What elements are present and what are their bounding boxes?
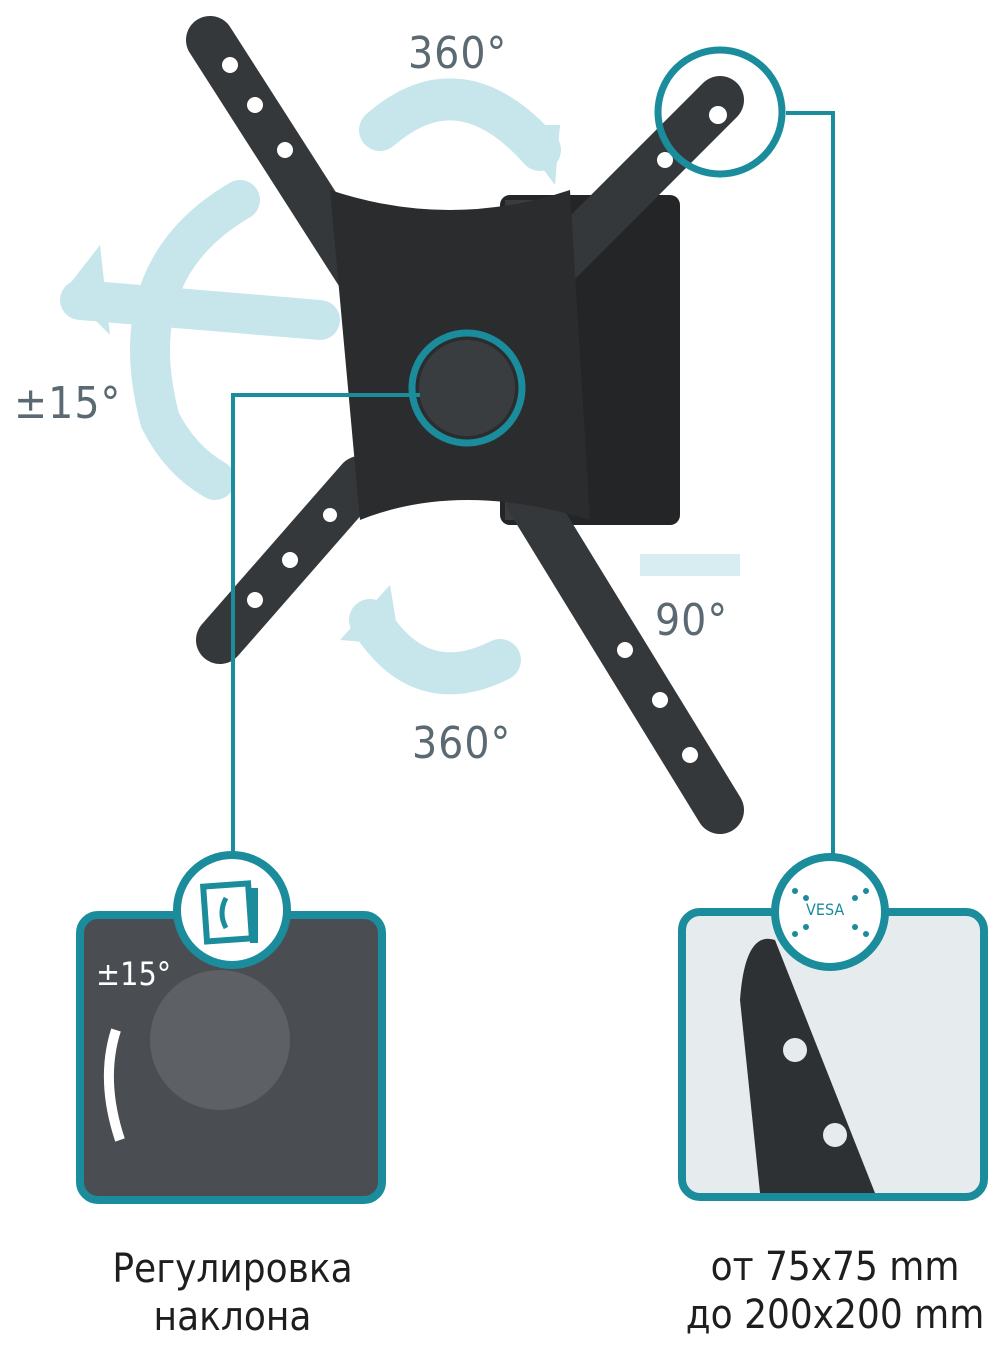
rotation-arrow-top-head [510,125,560,185]
callout-lines [231,111,835,855]
rotation-label-bottom: 360° [412,718,512,769]
swivel-label: 90° [655,595,729,646]
vesa-badge [771,853,889,971]
vesa-caption-line1: от 75x75 mm [710,1244,960,1290]
tilt-label: ±15° [14,378,122,429]
tilt-screen-icon [199,880,258,945]
arm-highlight-circle [654,46,786,178]
tilt-double-arrow-icon [103,1028,125,1142]
arm-slots [222,57,727,763]
rotation-arrow-bottom-head [340,585,400,645]
vesa-caption-line2: до 200x200 mm [685,1292,985,1338]
tilt-panel-label: ±15° [96,955,172,993]
tilt-caption-line2: наклона [153,1294,312,1340]
tilt-badge [173,851,291,969]
rotation-label-top: 360° [408,28,508,79]
tilt-caption-line1: Регулировка [112,1246,353,1292]
tilt-arrow [60,180,340,500]
vesa-dots-icon [792,888,869,937]
hub-highlight-circle [408,329,526,447]
vesa-badge-text: VESA [806,900,845,919]
tilt-hub [419,340,515,436]
vesa-caption: от 75x75 mm до 200x200 mm [670,1243,1000,1339]
rotation-arrow-top [359,78,561,171]
tilt-caption: Регулировка наклона [60,1245,405,1341]
tilt-arrow-head [65,245,110,335]
